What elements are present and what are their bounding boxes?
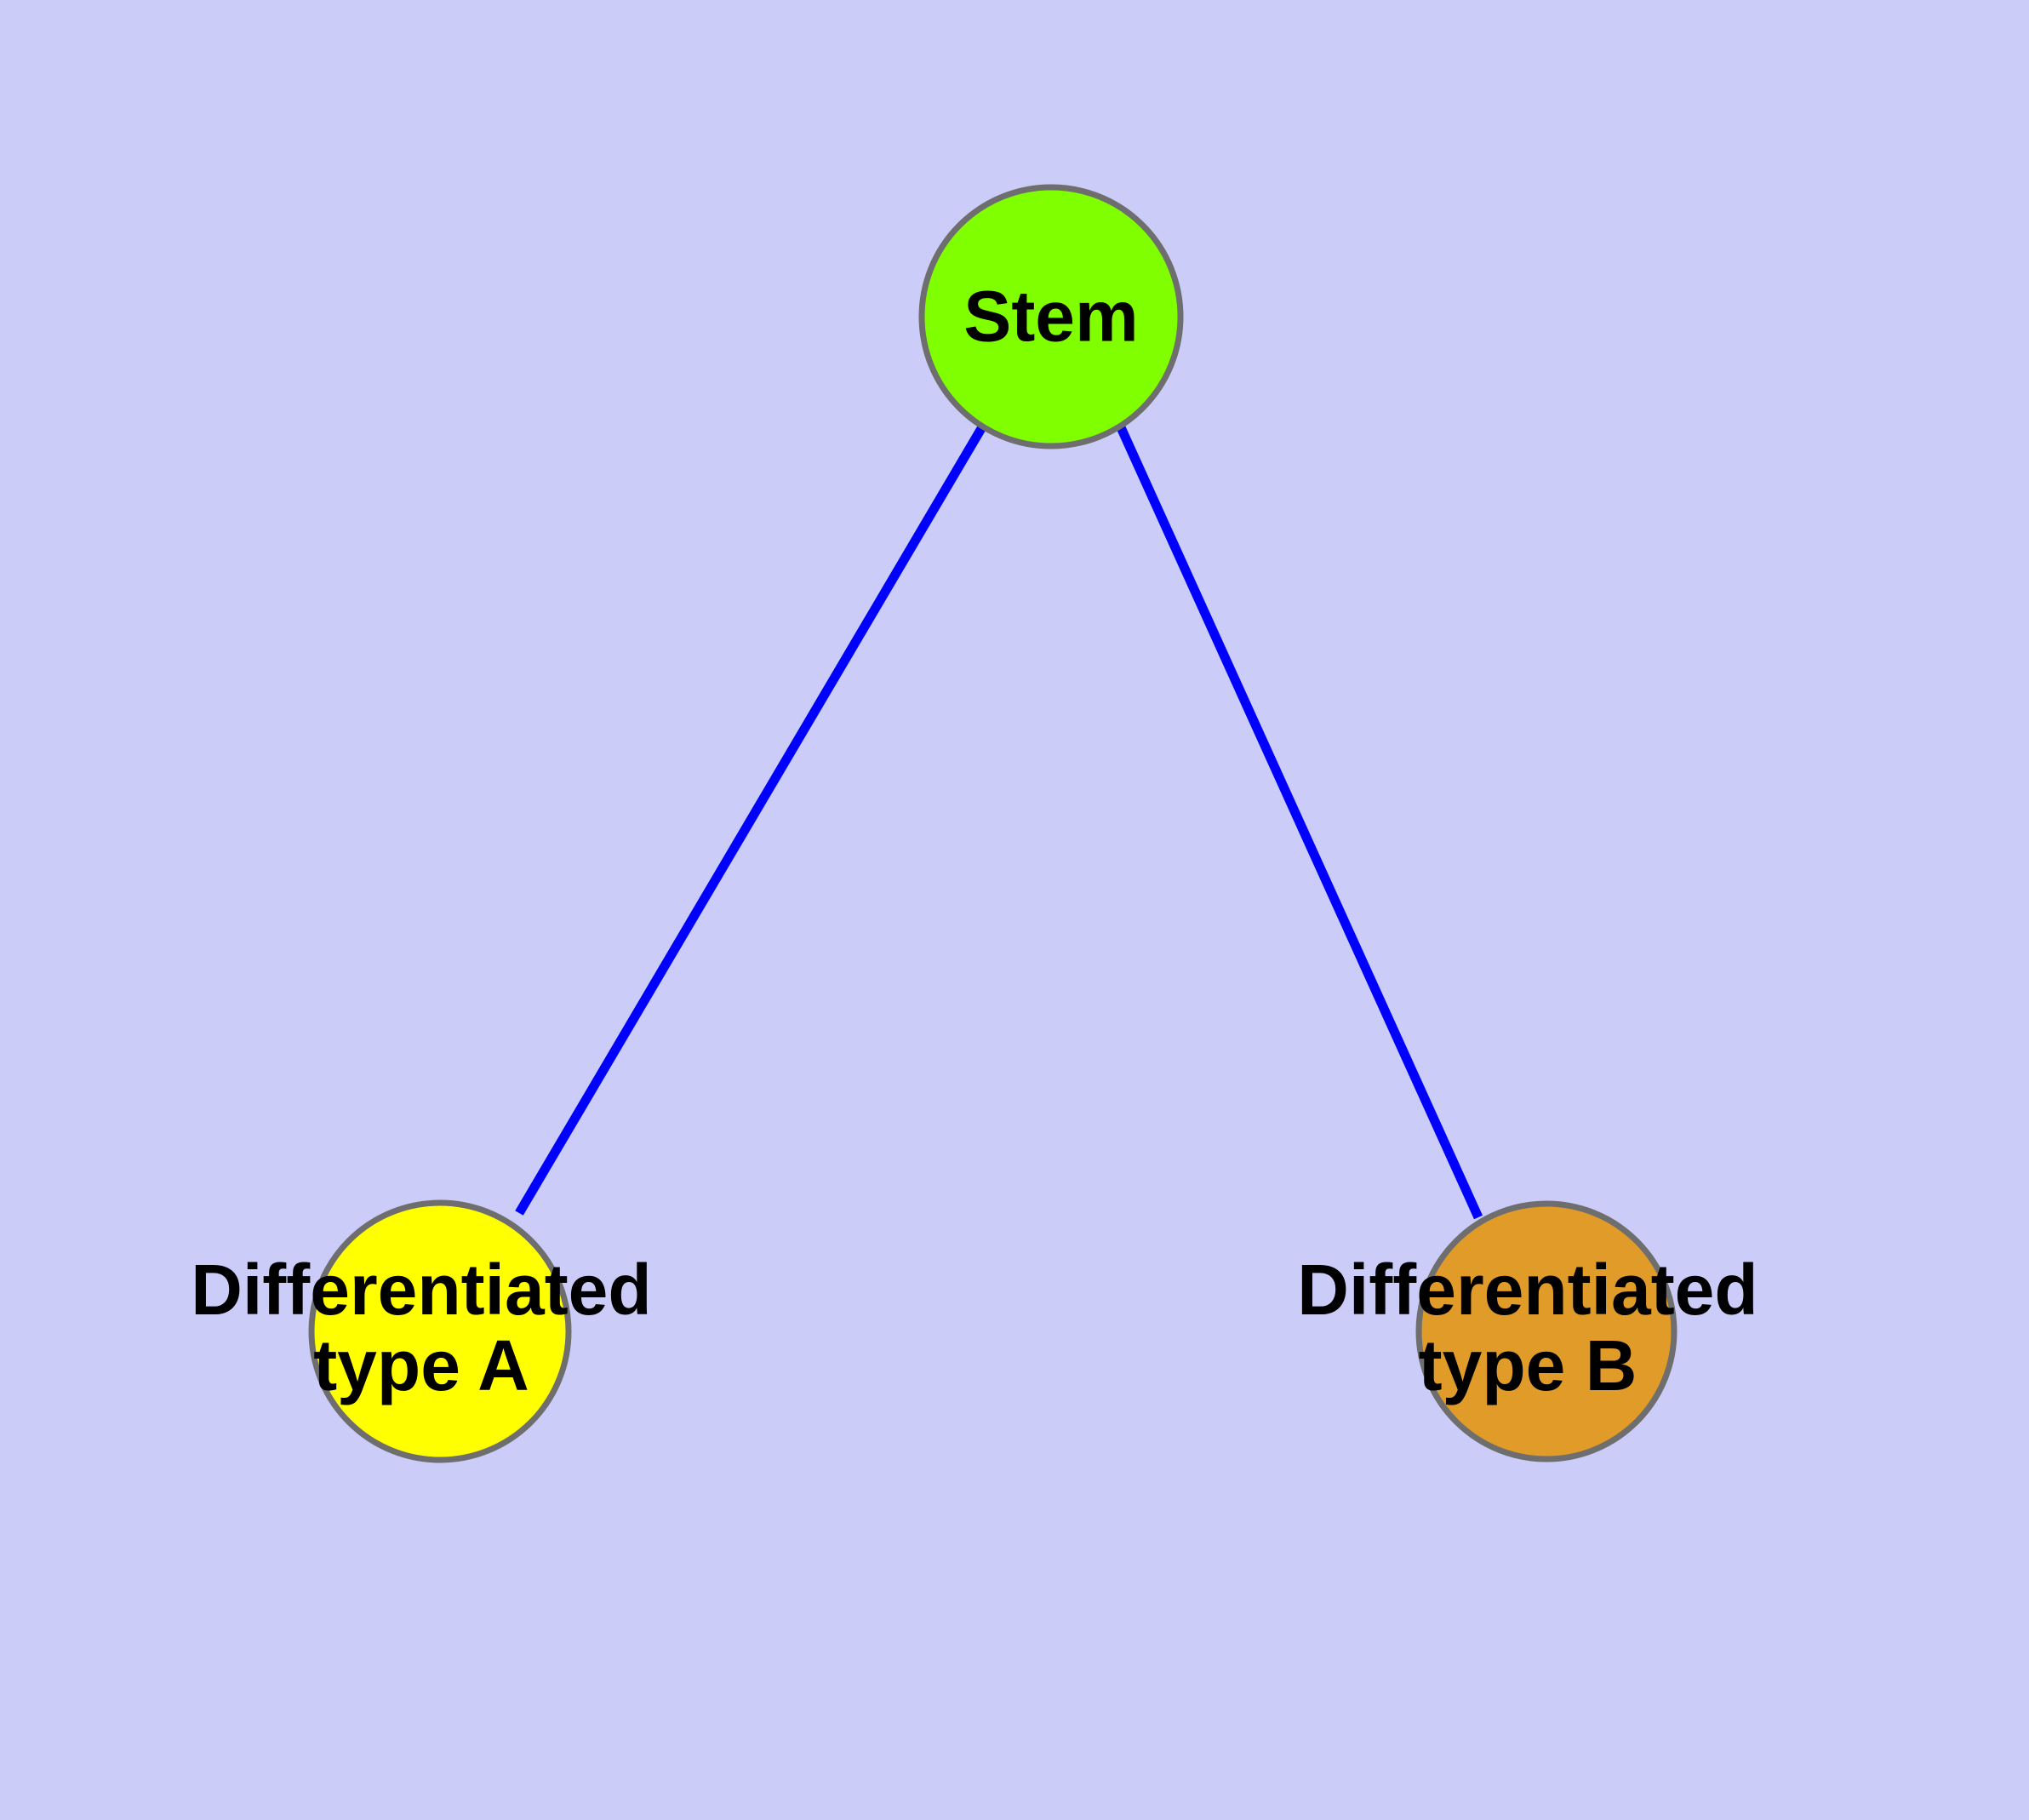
edge-layer	[515, 423, 1483, 1220]
edge-stem-to-diff-b[interactable]	[1115, 423, 1483, 1220]
node-stem[interactable]	[918, 184, 1184, 449]
node-layer	[308, 184, 1677, 1463]
edge-stem-to-diff-a[interactable]	[515, 423, 987, 1216]
node-diff-b[interactable]	[1415, 1200, 1677, 1462]
node-diff-a[interactable]	[308, 1199, 572, 1463]
